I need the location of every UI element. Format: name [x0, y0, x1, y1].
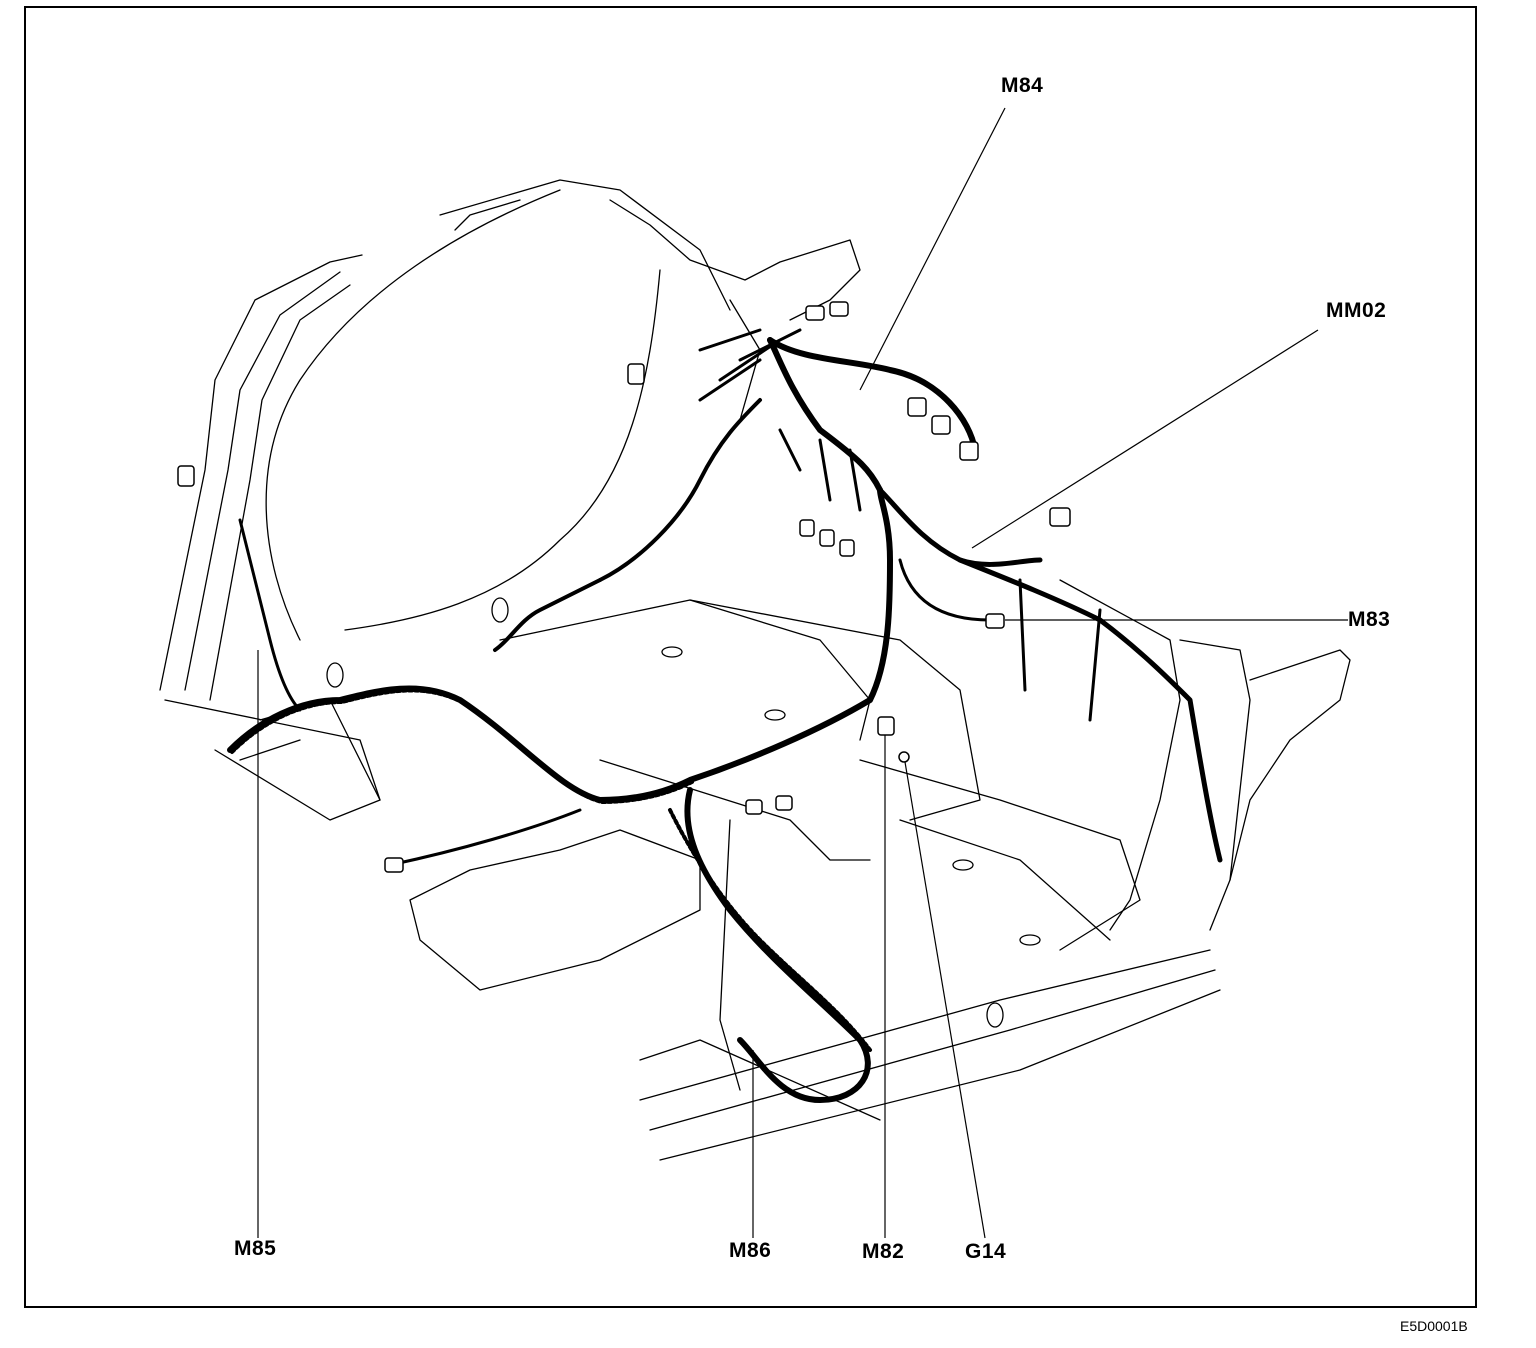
leader-lines [257, 107, 1348, 1239]
callout-g14: G14 [965, 1240, 1007, 1263]
callout-m82: M82 [862, 1240, 905, 1263]
right-body-side [719, 579, 1351, 1091]
callout-m86: M86 [729, 1239, 772, 1262]
callout-m85: M85 [234, 1237, 277, 1260]
callout-m84: M84 [1001, 74, 1044, 97]
callout-mm02: MM02 [1326, 299, 1387, 322]
left-pillar [159, 254, 381, 821]
reference-code: E5D0001B [1400, 1318, 1468, 1334]
diagram-frame [24, 6, 1477, 1308]
connectors [177, 301, 1071, 873]
callout-m83: M83 [1348, 608, 1391, 631]
wiring-harness [227, 328, 1223, 1103]
door-opening [265, 179, 861, 641]
